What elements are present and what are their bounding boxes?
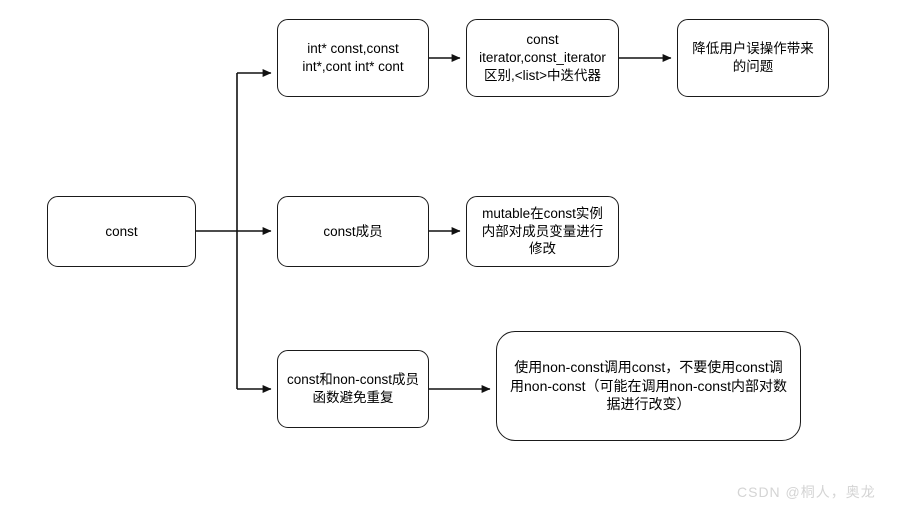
node-const-member[interactable]: const成员	[277, 196, 429, 267]
node-mutable[interactable]: mutable在const实例 内部对成员变量进行 修改	[466, 196, 619, 267]
node-call-rule[interactable]: 使用non-const调用const，不要使用const调 用non-const…	[496, 331, 801, 441]
node-label: mutable在const实例 内部对成员变量进行 修改	[481, 205, 604, 257]
node-label: const成员	[323, 223, 383, 239]
node-label: 降低用户误操作带来 的问题	[692, 41, 814, 74]
node-reduce-user-error[interactable]: 降低用户误操作带来 的问题	[677, 19, 829, 97]
node-const-iterator[interactable]: const iterator,const_iterator 区别,<list>中…	[466, 19, 619, 97]
node-label: 使用non-const调用const，不要使用const调 用non-const…	[510, 359, 787, 413]
node-label: int* const,const int*,cont int* cont	[302, 41, 404, 74]
node-const-pointer[interactable]: int* const,const int*,cont int* cont	[277, 19, 429, 97]
csdn-watermark: CSDN @桐人，奥龙	[737, 484, 876, 500]
node-label: const	[105, 223, 138, 239]
node-label: const iterator,const_iterator 区别,<list>中…	[479, 32, 606, 83]
node-avoid-duplication[interactable]: const和non-const成员 函数避免重复	[277, 350, 429, 428]
node-label: const和non-const成员 函数避免重复	[286, 372, 420, 405]
node-const-root[interactable]: const	[47, 196, 196, 267]
